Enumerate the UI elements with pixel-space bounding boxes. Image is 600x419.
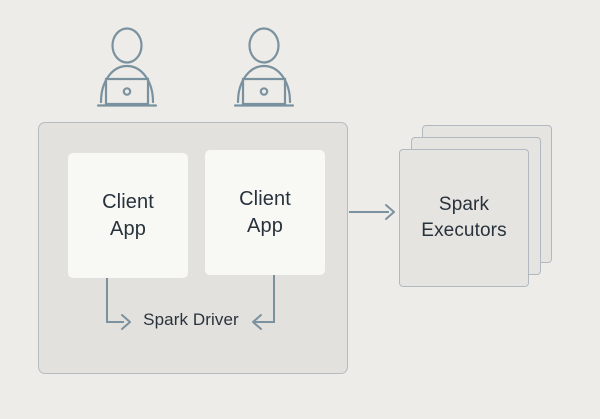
spark-driver-label: Spark Driver (143, 310, 239, 329)
executors-label-line2: Executors (421, 220, 507, 241)
person-with-laptop-icon (87, 26, 167, 110)
executor-card-front[interactable]: Spark Executors (399, 149, 529, 287)
person-with-laptop-icon (224, 26, 304, 110)
connector-client-app-1-horizontal (106, 321, 124, 323)
connector-driver-to-executors (349, 211, 389, 213)
arrowhead-right-icon (120, 313, 134, 336)
client-app-label-line1: Client (102, 191, 154, 214)
arrowhead-right-icon (384, 203, 398, 226)
executors-label-line1: Spark (438, 194, 490, 216)
client-app-label-line1: Client (239, 188, 291, 211)
spark-executors-stack[interactable]: Spark Executors (399, 125, 552, 290)
client-app-label-line2: App (110, 217, 146, 240)
connector-client-app-2-horizontal (254, 321, 275, 323)
arrowhead-left-icon (249, 313, 263, 336)
connector-client-app-2-vertical (273, 275, 275, 322)
client-app-card[interactable]: Client App (205, 150, 325, 275)
client-app-label-line2: App (247, 214, 283, 237)
client-app-card[interactable]: Client App (68, 153, 188, 278)
connector-client-app-1-vertical (106, 278, 108, 322)
